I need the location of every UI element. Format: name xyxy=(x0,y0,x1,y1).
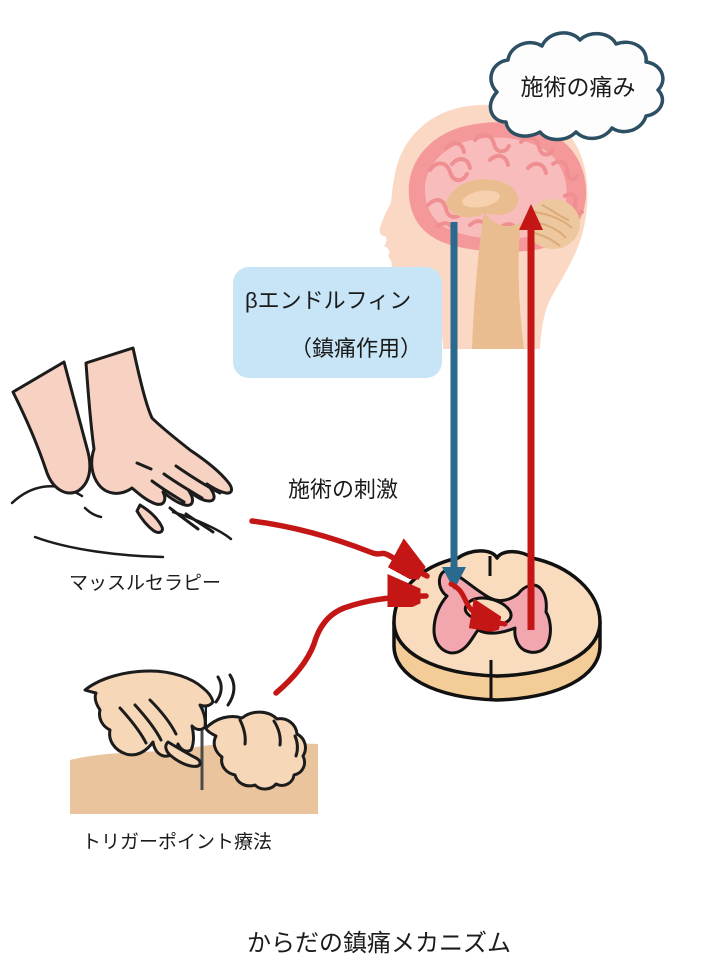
endorphin-box-line1: βエンドルフィン xyxy=(245,287,412,313)
arrows xyxy=(249,204,543,696)
lower-hand-fingers xyxy=(135,503,164,534)
right-hand xyxy=(204,710,307,791)
left-hand xyxy=(83,669,215,758)
cord-top-surface xyxy=(392,549,602,678)
finger-lines xyxy=(135,461,222,534)
vibration-marks xyxy=(214,673,236,707)
descending-inhibition-arrow xyxy=(442,222,466,590)
acupuncture-needle-illustration xyxy=(70,669,318,814)
stimulus-arrow-from-massage xyxy=(249,518,427,576)
stimulus-arrow-from-needle xyxy=(273,596,429,696)
stimulus-label: 施術の刺激 xyxy=(287,477,398,502)
left-thumb xyxy=(164,740,202,768)
endorphin-box: βエンドルフィン （鎮痛作用） xyxy=(233,267,442,378)
left-hand-finger-lines xyxy=(118,698,178,745)
crossing-arrow-in-cord xyxy=(448,581,508,624)
cerebellum xyxy=(526,199,580,249)
ascending-pain-arrow xyxy=(519,204,543,630)
lower-hand xyxy=(11,360,92,495)
endorphin-box-line2: （鎮痛作用） xyxy=(289,335,422,361)
pain-cloud xyxy=(488,31,665,142)
brain-thalamus-core xyxy=(462,190,500,208)
pain-cloud-label: 施術の痛み xyxy=(520,74,636,100)
brainstem xyxy=(472,212,524,349)
upper-hand xyxy=(84,346,233,507)
massage-therapy-label: マッスルセラピー xyxy=(68,573,221,594)
trigger-point-therapy-label: トリガーポイント療法 xyxy=(81,832,272,853)
massage-hands-illustration xyxy=(10,346,233,559)
diagram-caption: からだの鎮痛メカニズム xyxy=(247,930,511,957)
right-hand-finger-lines xyxy=(238,718,299,758)
